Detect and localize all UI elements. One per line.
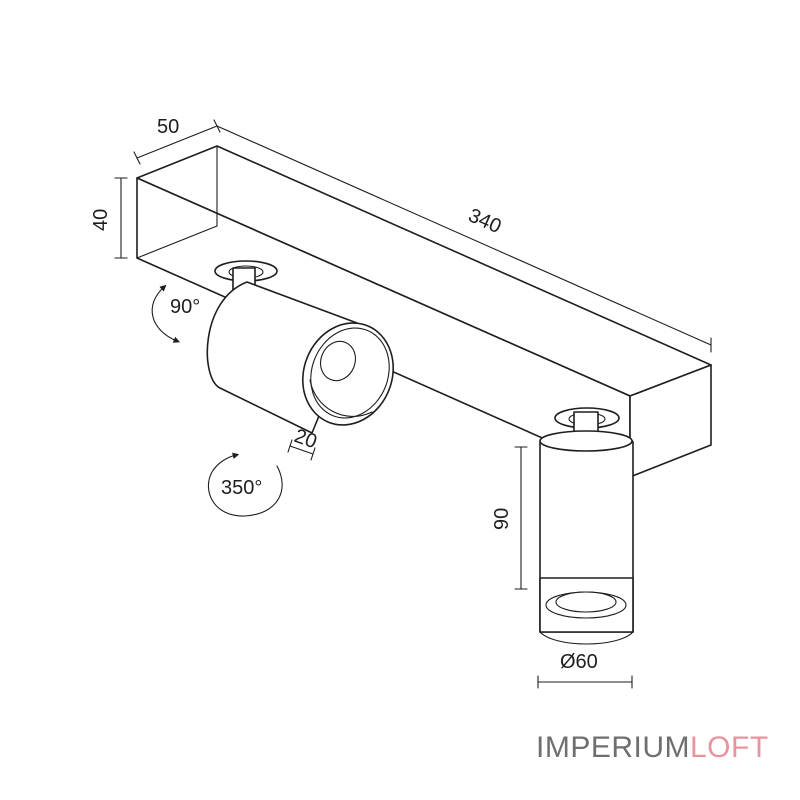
tilt-arrow bbox=[151, 284, 181, 343]
dim-height-label: 40 bbox=[90, 209, 112, 231]
spotlight-vertical bbox=[539, 411, 634, 645]
rotation-angle-label: 350° bbox=[221, 477, 262, 499]
dim-diameter-line bbox=[537, 675, 633, 689]
brand-logo-part1: IMPERIUM bbox=[536, 731, 690, 764]
dim-spot-height-label: 90 bbox=[491, 508, 513, 530]
spotlight-tilted bbox=[206, 267, 395, 434]
dim-offset-label: 20 bbox=[291, 425, 319, 453]
dim-spot-height-line bbox=[514, 446, 528, 590]
brand-logo-part2: LOFT bbox=[690, 731, 769, 764]
dim-length-line bbox=[216, 125, 712, 353]
dim-length-label: 340 bbox=[465, 204, 504, 238]
dim-diameter-label: Ø60 bbox=[560, 651, 598, 673]
base-bar bbox=[136, 145, 712, 478]
dim-height-line bbox=[114, 177, 128, 259]
dim-depth-label: 50 bbox=[157, 116, 179, 138]
tilt-angle-label: 90° bbox=[170, 296, 200, 318]
dim-offset-line bbox=[287, 439, 316, 461]
rotation-arrow bbox=[207, 452, 283, 517]
brand-logo: IMPERIUMLOFT bbox=[536, 731, 769, 765]
